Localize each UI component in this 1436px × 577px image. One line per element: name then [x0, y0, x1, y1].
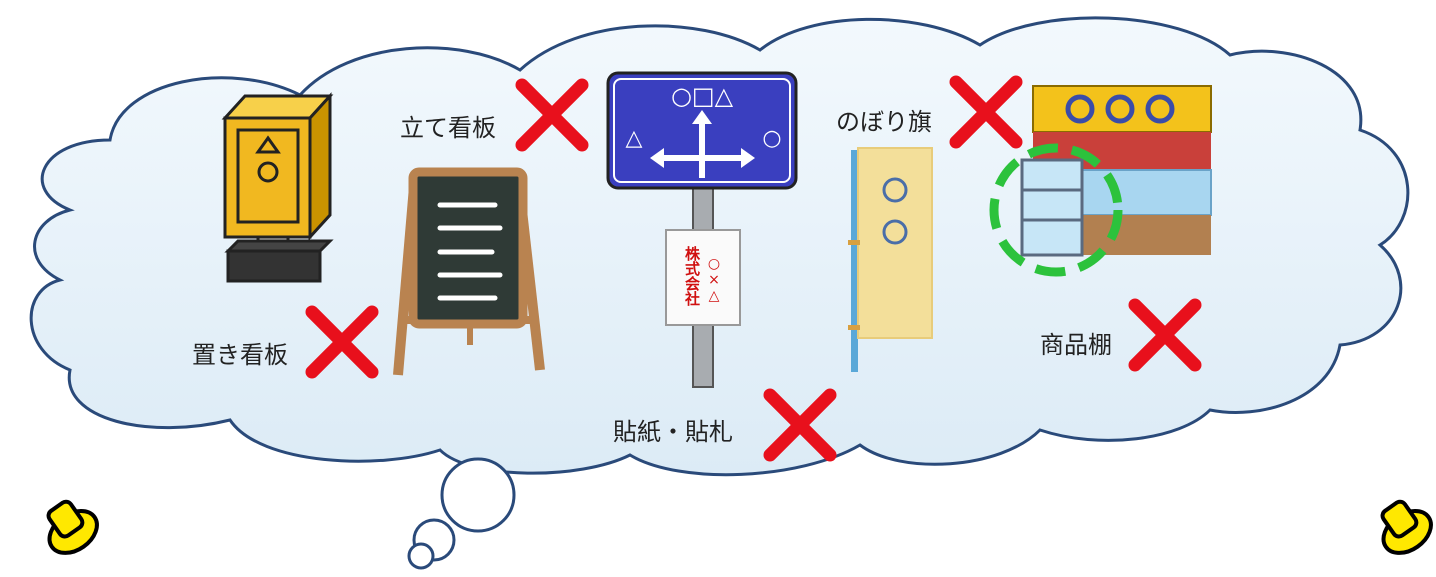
label-nobori: のぼり旗	[836, 108, 932, 136]
pushpin-icon-right	[1380, 499, 1433, 555]
label-shohin-dana: 商品棚	[1040, 331, 1112, 359]
store-front-illustration	[1020, 85, 1212, 257]
poster-marks-text: ○×△	[706, 256, 722, 304]
sign-top-glyphs: ○□△	[671, 82, 734, 110]
road-sign-illustration	[606, 71, 798, 388]
nobori-banner-illustration	[848, 147, 933, 372]
sign-left-glyph: △	[626, 126, 643, 151]
sign-right-glyph: ○	[762, 126, 781, 151]
highlight-circle	[989, 143, 1123, 277]
box-sign-illustration	[221, 92, 334, 283]
thought-bubble-small	[407, 542, 435, 570]
poster-company-text: 株式会社	[683, 245, 701, 307]
pushpin-icon-left	[46, 499, 99, 555]
thought-bubble-large	[440, 457, 516, 533]
label-tate-kanban: 立て看板	[400, 114, 496, 142]
label-harigami: 貼紙・貼札	[613, 418, 733, 446]
label-oki-kanban: 置き看板	[192, 341, 288, 369]
a-frame-chalkboard-illustration	[393, 167, 545, 376]
